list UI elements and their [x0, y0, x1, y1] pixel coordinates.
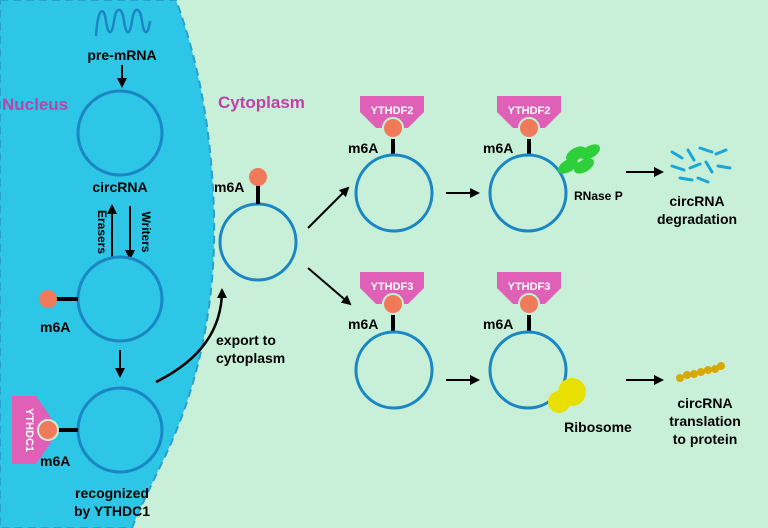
ythdf3-protein-1 — [360, 272, 424, 304]
ythdf2-label-2: YTHDF2 — [508, 105, 551, 117]
m6a-dot-ythdc1 — [37, 419, 59, 441]
circrna-label: circRNA — [92, 179, 147, 195]
m6a-label-ythdc1: m6A — [40, 453, 70, 469]
circrna-circle-ythdf2-2 — [488, 153, 568, 233]
recognized-label-line1: recognized — [75, 485, 149, 501]
export-arrow — [155, 288, 227, 384]
m6a-label-ythdf2-1: m6A — [348, 140, 378, 156]
m6a-label-cytoplasm: m6A — [214, 179, 244, 195]
recognized-label-line2: by YTHDC1 — [74, 503, 150, 519]
m6a-label: m6A — [40, 319, 70, 335]
ribosome-label: Ribosome — [564, 419, 632, 435]
rnase-p-icon — [558, 144, 600, 174]
nucleus-label: Nucleus — [2, 95, 68, 114]
writers-label: Writers — [139, 211, 153, 252]
export-label-line2: cytoplasm — [216, 350, 285, 366]
export-label-line1: export to — [216, 332, 276, 348]
peptide-chain-icon — [676, 362, 725, 382]
translation-label-line1: circRNA — [677, 395, 732, 411]
m6a-dot — [39, 290, 57, 308]
rnase-p-label: RNase P — [574, 189, 623, 203]
arrow-to-ythdf2-branch — [307, 186, 350, 229]
m6a-label-ythdf3-2: m6A — [483, 316, 513, 332]
m6a-dot-cytoplasm — [249, 168, 267, 186]
translation-label-line2: translation — [669, 413, 741, 429]
ythdc1-label: YTHDC1 — [23, 408, 35, 452]
circrna-circle-ythdf2-1 — [354, 153, 434, 233]
circrna-circle-ythdf3-1 — [354, 330, 434, 410]
rna-fragments-icon — [670, 146, 732, 184]
circrna-circle-nucleus-top — [76, 89, 164, 177]
erasers-label: Erasers — [95, 210, 109, 254]
m6a-dot-ythdf2-1 — [382, 117, 404, 139]
degradation-label-line2: degradation — [657, 211, 737, 227]
circrna-circle-ythdf3-2 — [488, 330, 568, 410]
m6a-dot-ythdf2-2 — [518, 117, 540, 139]
m6a-label-ythdf3-1: m6A — [348, 316, 378, 332]
cytoplasm-label: Cytoplasm — [218, 93, 305, 112]
ythdf3-label-1: YTHDF3 — [371, 281, 414, 293]
ythdf2-protein-1 — [360, 96, 424, 128]
ribosome-icon — [548, 378, 586, 413]
ythdc1-protein — [12, 396, 54, 464]
pre-mrna-wave — [94, 8, 152, 37]
m6a-dot-ythdf3-2 — [518, 293, 540, 315]
arrow-to-ythdf3-branch — [307, 267, 352, 306]
degradation-label-line1: circRNA — [669, 193, 724, 209]
ythdf3-protein-2 — [497, 272, 561, 304]
ythdf2-protein-2 — [497, 96, 561, 128]
ythdf2-label-1: YTHDF2 — [371, 105, 414, 117]
pre-mrna-label: pre-mRNA — [87, 47, 156, 63]
m6a-dot-ythdf3-1 — [382, 293, 404, 315]
ythdf3-label-2: YTHDF3 — [508, 281, 551, 293]
translation-label-line3: to protein — [673, 431, 738, 447]
m6a-label-ythdf2-2: m6A — [483, 140, 513, 156]
